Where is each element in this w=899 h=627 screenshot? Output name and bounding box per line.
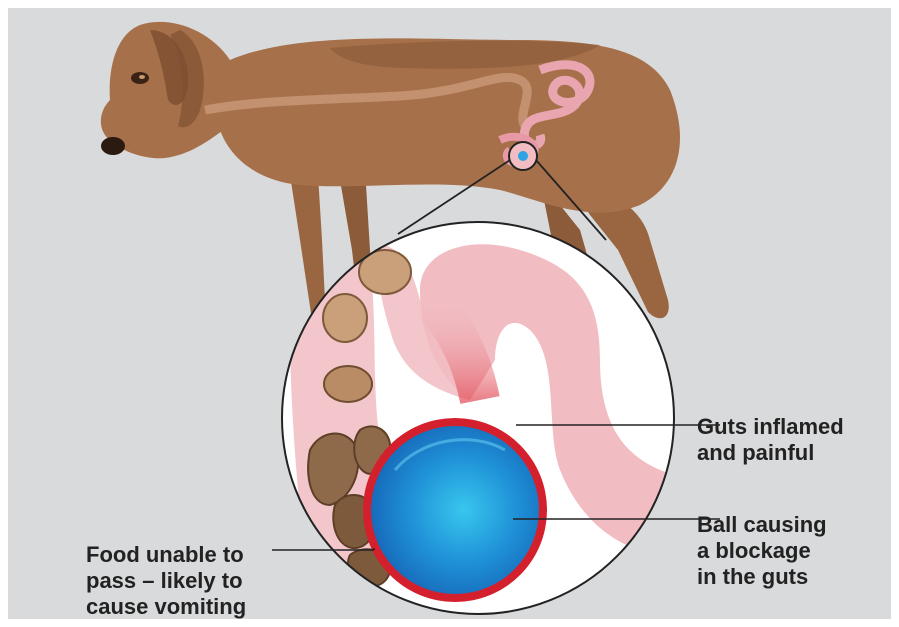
callout-guts-inflamed: Guts inflamed and painful	[697, 414, 844, 466]
callout-ball-blockage: Ball causing a blockage in the guts	[697, 512, 827, 590]
callout-food-unable: Food unable to pass – likely to cause vo…	[86, 542, 246, 620]
ball	[371, 426, 539, 594]
